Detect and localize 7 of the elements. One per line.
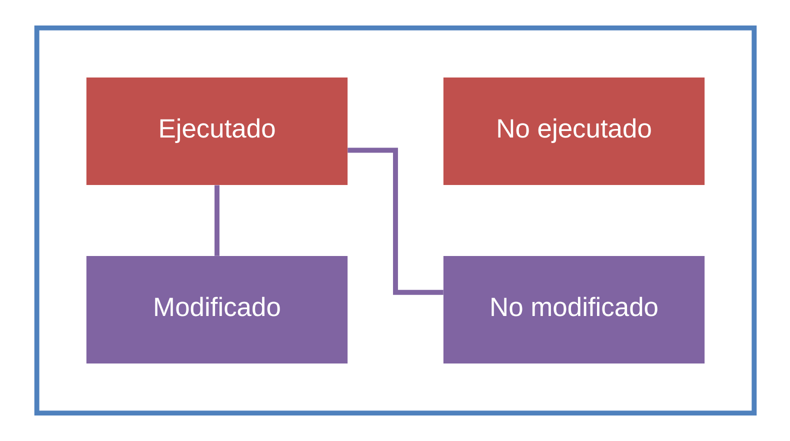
cluster [34, 25, 756, 416]
node-box: Ejecutado [86, 78, 348, 185]
connector [214, 185, 219, 256]
node-box: No modificado [442, 256, 704, 364]
connector [347, 148, 443, 295]
node-box: No ejecutado [442, 78, 704, 185]
node-box: Modificado [86, 256, 348, 364]
